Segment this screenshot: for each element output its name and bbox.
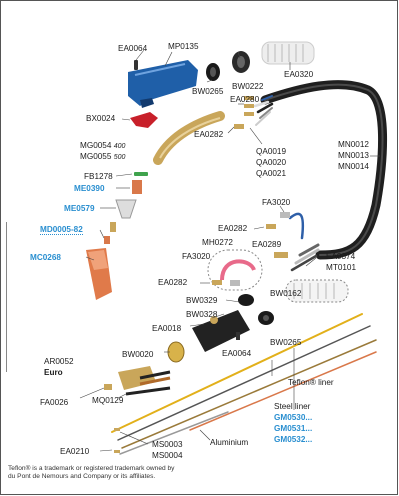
label-ea0064-top: EA0064 bbox=[118, 44, 148, 53]
label-ea0210: EA0210 bbox=[60, 447, 90, 456]
label-mt0101: MT0101 bbox=[326, 263, 357, 272]
fitting-ea0282-mid bbox=[266, 224, 276, 229]
ring-bw0265 bbox=[206, 63, 220, 81]
footnote: Teflon® is a trademark or registered tra… bbox=[8, 465, 175, 480]
handle-blue bbox=[128, 60, 198, 108]
neck-mg0054 bbox=[153, 111, 225, 165]
label-gm0532: GM0532... bbox=[274, 435, 313, 444]
ring-fb1278 bbox=[134, 172, 148, 176]
label-mg0055-note: 500 bbox=[113, 154, 126, 161]
label-fb1278: FB1278 bbox=[84, 172, 113, 181]
label-ea0064-low: EA0064 bbox=[222, 349, 252, 358]
label-teflon-liner: Teflon® liner bbox=[288, 378, 334, 387]
fitting-ea0289 bbox=[274, 252, 288, 258]
label-ea0374: EA0374 bbox=[326, 252, 356, 261]
part-me0579 bbox=[115, 199, 137, 219]
label-qa0020: QA0020 bbox=[256, 158, 287, 167]
body-rear bbox=[192, 294, 274, 352]
label-ea0018: EA0018 bbox=[152, 324, 182, 333]
label-mg0054: MG0054 400 bbox=[80, 141, 125, 151]
bottom-wires bbox=[288, 212, 320, 272]
nozzle-mc0268 bbox=[86, 248, 112, 300]
label-ea0320: EA0320 bbox=[284, 70, 314, 79]
label-md0005-text: MD0005-82 bbox=[40, 225, 83, 235]
euro-connector bbox=[104, 366, 171, 396]
label-mg0055: MG0055 500 bbox=[80, 152, 125, 162]
label-ea0282-top: EA0282 bbox=[194, 130, 224, 139]
label-bw0328: BW0328 bbox=[186, 310, 218, 319]
label-ea0282-mid: EA0282 bbox=[218, 224, 248, 233]
label-mn0014: MN0014 bbox=[338, 162, 369, 171]
label-md0005: MD0005-82 bbox=[40, 225, 83, 235]
label-mp0135: MP0135 bbox=[168, 42, 199, 51]
label-bw0222: BW0222 bbox=[232, 82, 264, 91]
label-gm0531: GM0531... bbox=[274, 424, 313, 433]
label-ar0052: AR0052 bbox=[44, 357, 74, 366]
label-ms0004: MS0004 bbox=[152, 451, 183, 460]
label-fa3020-right: FA3020 bbox=[262, 198, 291, 207]
spring-mt0101 bbox=[285, 279, 349, 303]
label-fa0026: FA0026 bbox=[40, 398, 69, 407]
label-mh0272: MH0272 bbox=[202, 238, 233, 247]
label-bw0329: BW0329 bbox=[186, 296, 218, 305]
hose-mh0272 bbox=[207, 249, 263, 291]
part-m6 bbox=[110, 222, 116, 232]
label-euro: Euro bbox=[44, 368, 63, 377]
label-fa3020-left: FA3020 bbox=[182, 252, 211, 261]
label-mg0055-code: MG0055 bbox=[80, 152, 112, 161]
trigger-bx0024 bbox=[130, 112, 158, 128]
fittings-ea0280 bbox=[244, 96, 254, 116]
fitting-fa3020-left bbox=[230, 280, 240, 286]
label-bw0265-low: BW0265 bbox=[270, 338, 302, 347]
leader-lines bbox=[79, 49, 380, 452]
ring-bw0222 bbox=[232, 51, 250, 73]
label-ms0003: MS0003 bbox=[152, 440, 183, 449]
label-me0390: ME0390 bbox=[74, 184, 105, 193]
label-mc0268: MC0268 bbox=[30, 253, 61, 262]
fitting-ea0282-top bbox=[234, 124, 244, 129]
label-bx0024: BX0024 bbox=[86, 114, 116, 123]
label-qa0021: QA0021 bbox=[256, 169, 287, 178]
fitting-fa3020-right bbox=[280, 212, 290, 218]
label-ea0282-low: EA0282 bbox=[158, 278, 188, 287]
label-mn0012: MN0012 bbox=[338, 140, 369, 149]
label-ea0289: EA0289 bbox=[252, 240, 282, 249]
label-ea0280: EA0280 bbox=[230, 95, 260, 104]
fitting-ea0282-low bbox=[212, 280, 222, 285]
label-mn0013: MN0013 bbox=[338, 151, 369, 160]
ms-fittings bbox=[114, 428, 120, 453]
label-bw0020: BW0020 bbox=[122, 350, 154, 359]
liners bbox=[111, 313, 377, 455]
label-mq0129: MQ0129 bbox=[92, 396, 124, 405]
screw-ea0064-top bbox=[134, 60, 138, 70]
label-bw0162: BW0162 bbox=[270, 289, 302, 298]
label-steel-liner: Steel liner bbox=[274, 402, 311, 411]
spring-ea0320 bbox=[261, 41, 315, 65]
label-me0579: ME0579 bbox=[64, 204, 95, 213]
label-aluminium: Aluminium bbox=[210, 438, 249, 447]
label-mg0054-code: MG0054 bbox=[80, 141, 112, 150]
label-qa0019: QA0019 bbox=[256, 147, 287, 156]
part-md0005 bbox=[104, 236, 110, 244]
top-wires bbox=[253, 95, 274, 126]
label-bw0265-top: BW0265 bbox=[192, 87, 224, 96]
left-bracket-line bbox=[0, 222, 7, 372]
label-gm0530: GM0530... bbox=[274, 413, 313, 422]
part-me0390 bbox=[132, 180, 142, 194]
label-mg0054-note: 400 bbox=[113, 143, 126, 150]
